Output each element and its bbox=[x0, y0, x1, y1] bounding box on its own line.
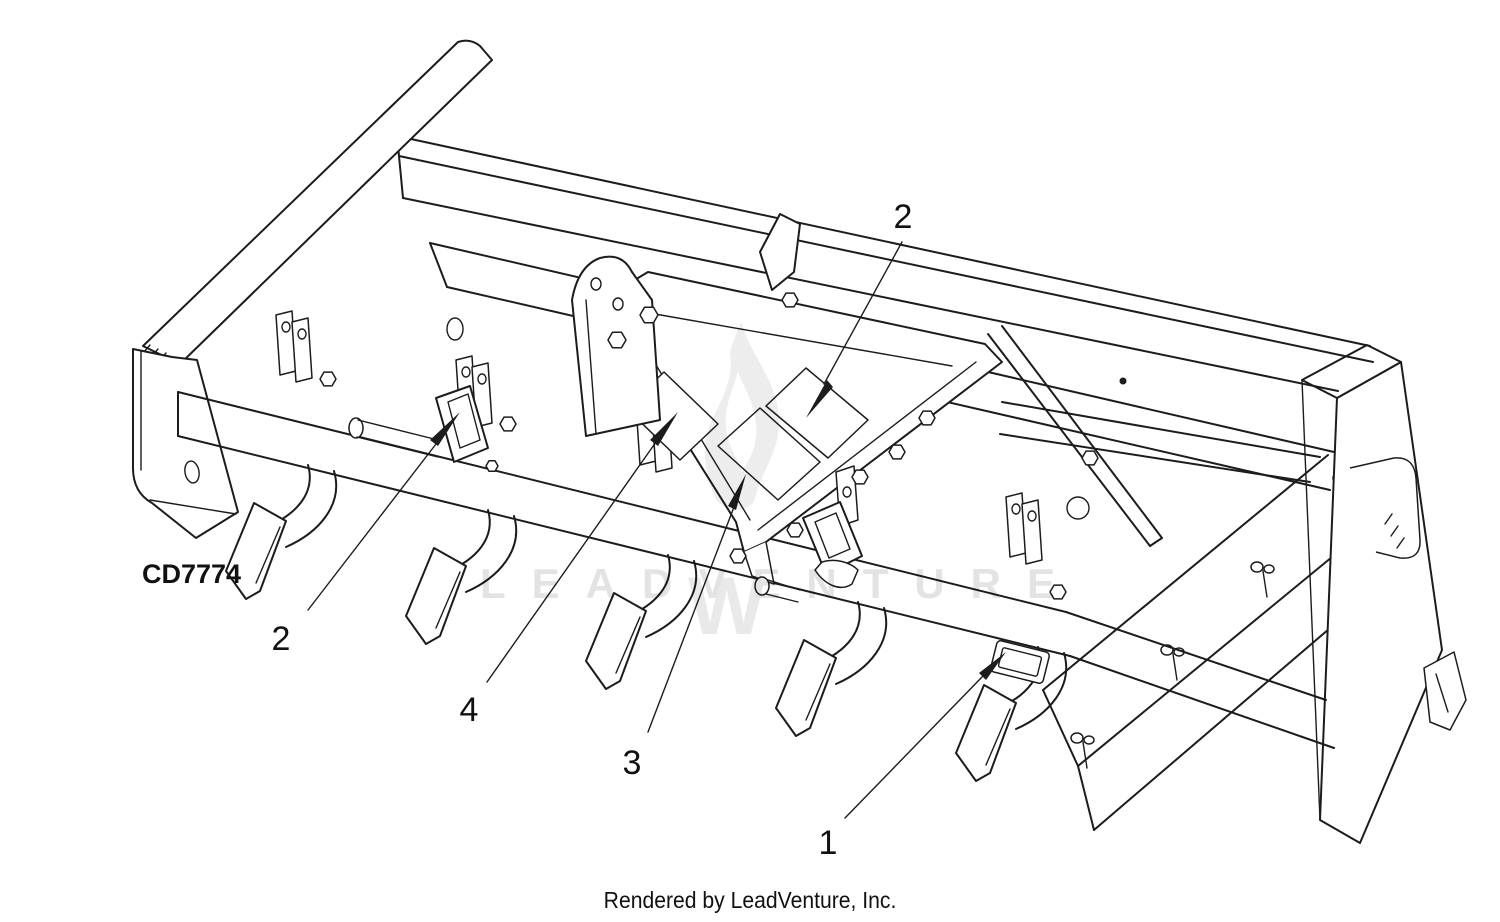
hex-bolt bbox=[1049, 584, 1067, 600]
scarifier-shank bbox=[585, 554, 698, 690]
callout-2-upper[interactable]: 2 bbox=[806, 198, 912, 418]
skid-shoe bbox=[1349, 457, 1421, 559]
footer-caption: Rendered by LeadVenture, Inc. bbox=[604, 887, 897, 913]
bracket-tab bbox=[1423, 651, 1467, 731]
right-end-plate bbox=[1301, 344, 1467, 844]
shank-clamp bbox=[275, 310, 337, 387]
hex-bolt bbox=[319, 371, 337, 387]
callout-2-lower[interactable]: 2 bbox=[272, 412, 460, 658]
hitch-pin bbox=[348, 417, 364, 439]
flame-logo-icon bbox=[704, 322, 780, 510]
t-bolts bbox=[1070, 472, 1357, 769]
mast-panel bbox=[142, 39, 493, 366]
t-bolt bbox=[1250, 561, 1275, 598]
decal-plate bbox=[765, 367, 869, 459]
leader-arrow bbox=[650, 412, 678, 446]
scarifier-shanks bbox=[225, 464, 1068, 782]
callout-1[interactable]: 1 bbox=[819, 652, 1006, 862]
callout-label[interactable]: 2 bbox=[272, 620, 291, 658]
leader-arrow bbox=[806, 380, 833, 418]
shank-clamp bbox=[1005, 492, 1067, 600]
callout-label[interactable]: 3 bbox=[623, 744, 642, 782]
hex-bolt bbox=[729, 548, 747, 564]
watermark: W LEADVENTURE bbox=[480, 322, 1081, 652]
watermark-text: LEADVENTURE bbox=[480, 560, 1081, 607]
hex-bolt bbox=[1081, 450, 1099, 466]
rail-bracket bbox=[759, 213, 801, 291]
a-frame-hitch bbox=[348, 213, 1163, 603]
watermark-monogram: W bbox=[688, 561, 766, 652]
hole bbox=[1066, 496, 1090, 520]
hex-bolt bbox=[499, 416, 517, 432]
shank-point bbox=[225, 502, 287, 600]
hitch-clamp-right bbox=[729, 465, 869, 603]
scarifier-shank bbox=[225, 464, 338, 600]
hex-bolt bbox=[888, 444, 906, 460]
hex-bolt bbox=[786, 522, 804, 538]
skid-edge bbox=[149, 499, 237, 515]
wing-bolt bbox=[485, 460, 499, 472]
shank-point bbox=[585, 592, 647, 690]
top-rail bbox=[396, 135, 1374, 392]
hex-bolt bbox=[639, 306, 659, 324]
front-bar bbox=[177, 391, 1335, 749]
leader-line bbox=[823, 241, 903, 385]
scarifier-shank bbox=[775, 601, 888, 737]
leader-arrow bbox=[430, 412, 460, 446]
brace-bar bbox=[987, 325, 1163, 547]
t-bolt bbox=[1070, 732, 1095, 769]
hex-bolt bbox=[851, 469, 869, 485]
leader-line bbox=[844, 675, 984, 819]
rear-moldboard bbox=[999, 377, 1337, 831]
hitch-clevis-left bbox=[348, 385, 499, 472]
hole bbox=[1119, 377, 1127, 385]
shank-point bbox=[775, 639, 837, 737]
leader-arrow bbox=[979, 652, 1006, 680]
callout-label[interactable]: 2 bbox=[894, 198, 913, 236]
left-end-plate bbox=[131, 348, 239, 539]
hitch-pin bbox=[754, 576, 770, 596]
hole bbox=[184, 460, 200, 484]
shank-point bbox=[405, 547, 467, 645]
hex-bolt bbox=[781, 292, 799, 308]
callout-4[interactable]: 4 bbox=[460, 412, 678, 729]
callout-label[interactable]: 4 bbox=[460, 691, 479, 729]
callout-label[interactable]: 1 bbox=[819, 824, 838, 862]
leader-line bbox=[307, 443, 437, 611]
shank-point bbox=[955, 684, 1017, 782]
leader-line bbox=[486, 441, 657, 683]
scarifier-shank bbox=[405, 509, 518, 645]
hex-bolt bbox=[607, 331, 627, 349]
serial-plate bbox=[990, 640, 1050, 684]
hitch-pin-handle bbox=[814, 559, 859, 589]
hex-bolt bbox=[918, 410, 936, 426]
drawing-code: CD7774 bbox=[142, 559, 241, 589]
leader-line bbox=[647, 506, 735, 733]
